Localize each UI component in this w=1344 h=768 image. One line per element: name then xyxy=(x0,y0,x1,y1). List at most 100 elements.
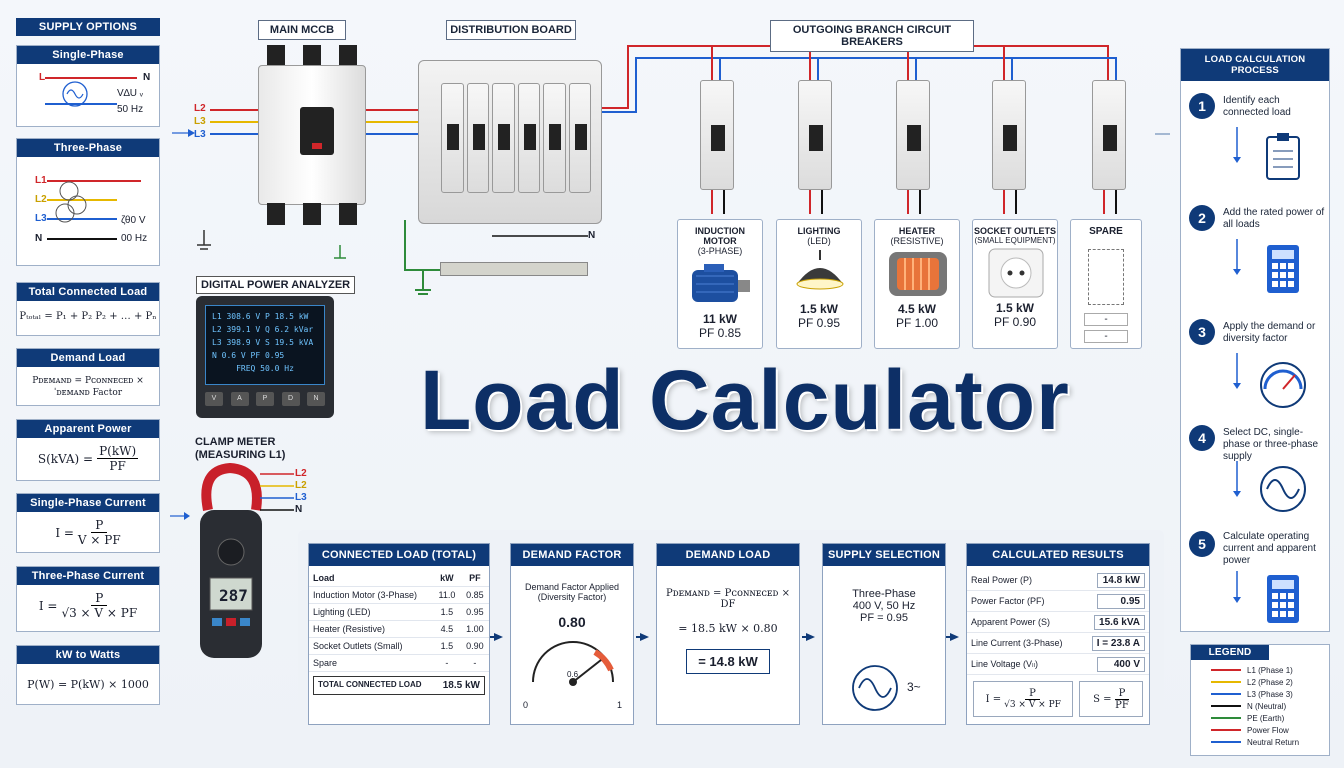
mccb-L3-label: L3 xyxy=(194,129,206,140)
gauge-mid: 0.6 xyxy=(567,670,579,679)
legend-label: L2 (Phase 2) xyxy=(1247,677,1293,687)
analyzer-button-v[interactable]: V xyxy=(205,392,223,406)
load-card-socket: SOCKET OUTLETS (SMALL EQUIPMENT) 1.5 kW … xyxy=(972,219,1058,349)
demand-factor-value: 0.80 xyxy=(558,614,586,630)
analyzer-button-p[interactable]: P xyxy=(256,392,274,406)
total-connected-label: TOTAL CONNECTED LOAD xyxy=(318,680,422,689)
power-analyzer-label: DIGITAL POWER ANALYZER xyxy=(196,276,356,294)
page-title: Load Calculator xyxy=(420,353,1070,447)
clamp-wire-2: L2 xyxy=(295,480,307,491)
demand-load-header: DEMAND LOAD xyxy=(657,544,799,566)
result-label: Apparent Power (S) xyxy=(971,617,1051,627)
formula-kw-to-watts: kW to Watts P(W) = P(kW) × 1000 xyxy=(16,645,160,705)
current-formula-num: P xyxy=(1025,688,1040,700)
legend-swatch xyxy=(1211,669,1241,671)
formula-total-header: Total Connected Load xyxy=(17,283,159,301)
main-mccb xyxy=(258,45,366,225)
analyzer-button-a[interactable]: A xyxy=(230,392,249,406)
analyzer-button-d[interactable]: D xyxy=(281,392,300,406)
step-number-1: 1 xyxy=(1189,93,1215,119)
result-row: Apparent Power (S)15.6 kVA xyxy=(967,612,1149,633)
result-label: Line Voltage (Vₗₗ) xyxy=(971,658,1039,669)
supply-options-header: SUPPLY OPTIONS xyxy=(16,18,160,36)
load-motor-sub: (3-PHASE) xyxy=(697,246,743,256)
analyzer-freq: FREQ 50.0 Hz xyxy=(236,364,294,373)
branch-output-wires xyxy=(711,190,1117,214)
sine-icon xyxy=(1233,461,1306,512)
total-connected-value: 18.5 kW xyxy=(442,680,480,691)
step-number-3: 3 xyxy=(1189,319,1215,345)
formula-apparent-lhs: S(kVA) = xyxy=(37,451,94,466)
load-heater-kw: 4.5 kW xyxy=(897,302,936,316)
result-label: Real Power (P) xyxy=(971,575,1033,585)
formula-demand-load: Demand Load Pᴅᴇᴍᴀɴᴅ = Pᴄᴏɴɴᴇᴄᴇᴅ × ˈᴅᴇᴍᴀɴ… xyxy=(16,348,160,406)
load-motor-pf: PF 0.85 xyxy=(698,326,742,340)
demand-load-formula: Pᴅᴇᴍᴀɴᴅ = Pᴄᴏɴɴᴇᴄᴇᴅ × DF xyxy=(666,588,790,610)
calculated-results-card: CALCULATED RESULTS Real Power (P)14.8 kW… xyxy=(966,543,1150,725)
formula-three-num: P xyxy=(91,591,108,606)
legend-swatch xyxy=(1211,729,1241,731)
load-card-spare: SPARE - - xyxy=(1070,219,1142,349)
step-text-1: Identify each connected load xyxy=(1223,95,1291,118)
load-lighting-pf: PF 0.95 xyxy=(797,316,841,330)
analyzer-line-3: L3 398.9 V S 19.5 kVA xyxy=(212,338,314,347)
legend-swatch xyxy=(1211,741,1241,743)
analyzer-button-n[interactable]: N xyxy=(307,392,325,406)
load-card-motor: INDUCTION MOTOR (3-PHASE) 11 kW PF 0.85 xyxy=(677,219,763,349)
calculator-icon xyxy=(1233,571,1299,623)
row-pf: 0.95 xyxy=(460,603,489,621)
heater-icon xyxy=(889,252,947,296)
distribution-board-label: DISTRIBUTION BOARD xyxy=(446,20,576,40)
legend-swatch xyxy=(1211,693,1241,695)
load-card-heater: HEATER (RESISTIVE) 4.5 kW PF 1.00 xyxy=(874,219,960,349)
result-row: Line Voltage (Vₗₗ)400 V xyxy=(967,654,1149,675)
formula-apparent-num: P(kW) xyxy=(97,444,139,459)
table-row: Spare-- xyxy=(309,654,489,672)
row-load: Spare xyxy=(309,654,434,672)
row-load: Heater (Resistive) xyxy=(309,620,434,638)
lamp-icon xyxy=(796,250,844,290)
legend-item: PE (Earth) xyxy=(1211,712,1321,724)
result-value: 0.95 xyxy=(1097,593,1145,609)
gauge-min: 0 xyxy=(523,700,529,710)
legend-label: L3 (Phase 3) xyxy=(1247,689,1293,699)
branch-breaker-2 xyxy=(798,80,832,190)
connected-load-header: CONNECTED LOAD (TOTAL) xyxy=(309,544,489,566)
calculated-results-header: CALCULATED RESULTS xyxy=(967,544,1149,566)
formula-single-current: Single-Phase Current I = P V × PF xyxy=(16,493,160,553)
formula-single-num: P xyxy=(91,518,108,533)
three-L1-label: L1 xyxy=(35,175,47,186)
load-heater-name: HEATER xyxy=(898,226,936,236)
clamp-wire-3: L3 xyxy=(295,492,307,503)
formula-single-header: Single-Phase Current xyxy=(17,494,159,512)
connected-load-card: CONNECTED LOAD (TOTAL) Load kW PF Induct… xyxy=(308,543,490,725)
clamp-wire-4: N xyxy=(295,504,303,515)
load-motor-kw: 11 kW xyxy=(702,312,738,326)
main-wiring xyxy=(172,45,1170,295)
legend-item: L2 (Phase 2) xyxy=(1211,676,1321,688)
load-heater-sub: (RESISTIVE) xyxy=(890,236,944,246)
load-card-lighting: LIGHTING (LED) 1.5 kW PF 0.95 xyxy=(776,219,862,349)
step-text-4: Select DC, single-phase or three-phase s… xyxy=(1223,427,1319,462)
supply-selection-line1: Three-Phase xyxy=(852,588,916,600)
step-number-2: 2 xyxy=(1189,205,1215,231)
sine-icon xyxy=(852,665,898,711)
three-L3-label: L3 xyxy=(35,213,47,224)
row-load: Induction Motor (3-Phase) xyxy=(309,586,434,604)
legend: LEGEND L1 (Phase 1) L2 (Phase 2) L3 (Pha… xyxy=(1190,644,1330,756)
formula-apparent-header: Apparent Power xyxy=(17,420,159,438)
clamp-meter-subtitle: (MEASURING L1) xyxy=(195,449,286,461)
step-text-3: Apply the demand or diversity factor xyxy=(1223,321,1316,344)
formula-demand-header: Demand Load xyxy=(17,349,159,367)
supply-selection-line2: 400 V, 50 Hz xyxy=(852,600,916,612)
current-formula-lhs: I = xyxy=(985,693,1002,705)
clamp-meter-title: CLAMP METER xyxy=(195,436,276,448)
three-L2-label: L2 xyxy=(35,194,47,205)
legend-label: Power Flow xyxy=(1247,725,1289,735)
power-analyzer: L1 308.6 V P 18.5 kW L2 399.1 V Q 6.2 kV… xyxy=(196,296,334,418)
three-phase-box: Three-Phase L1 L2 L3 N ζθ0 V 00 Hz xyxy=(16,138,160,266)
step-number-4: 4 xyxy=(1189,425,1215,451)
load-socket-kw: 1.5 kW xyxy=(995,301,1034,315)
